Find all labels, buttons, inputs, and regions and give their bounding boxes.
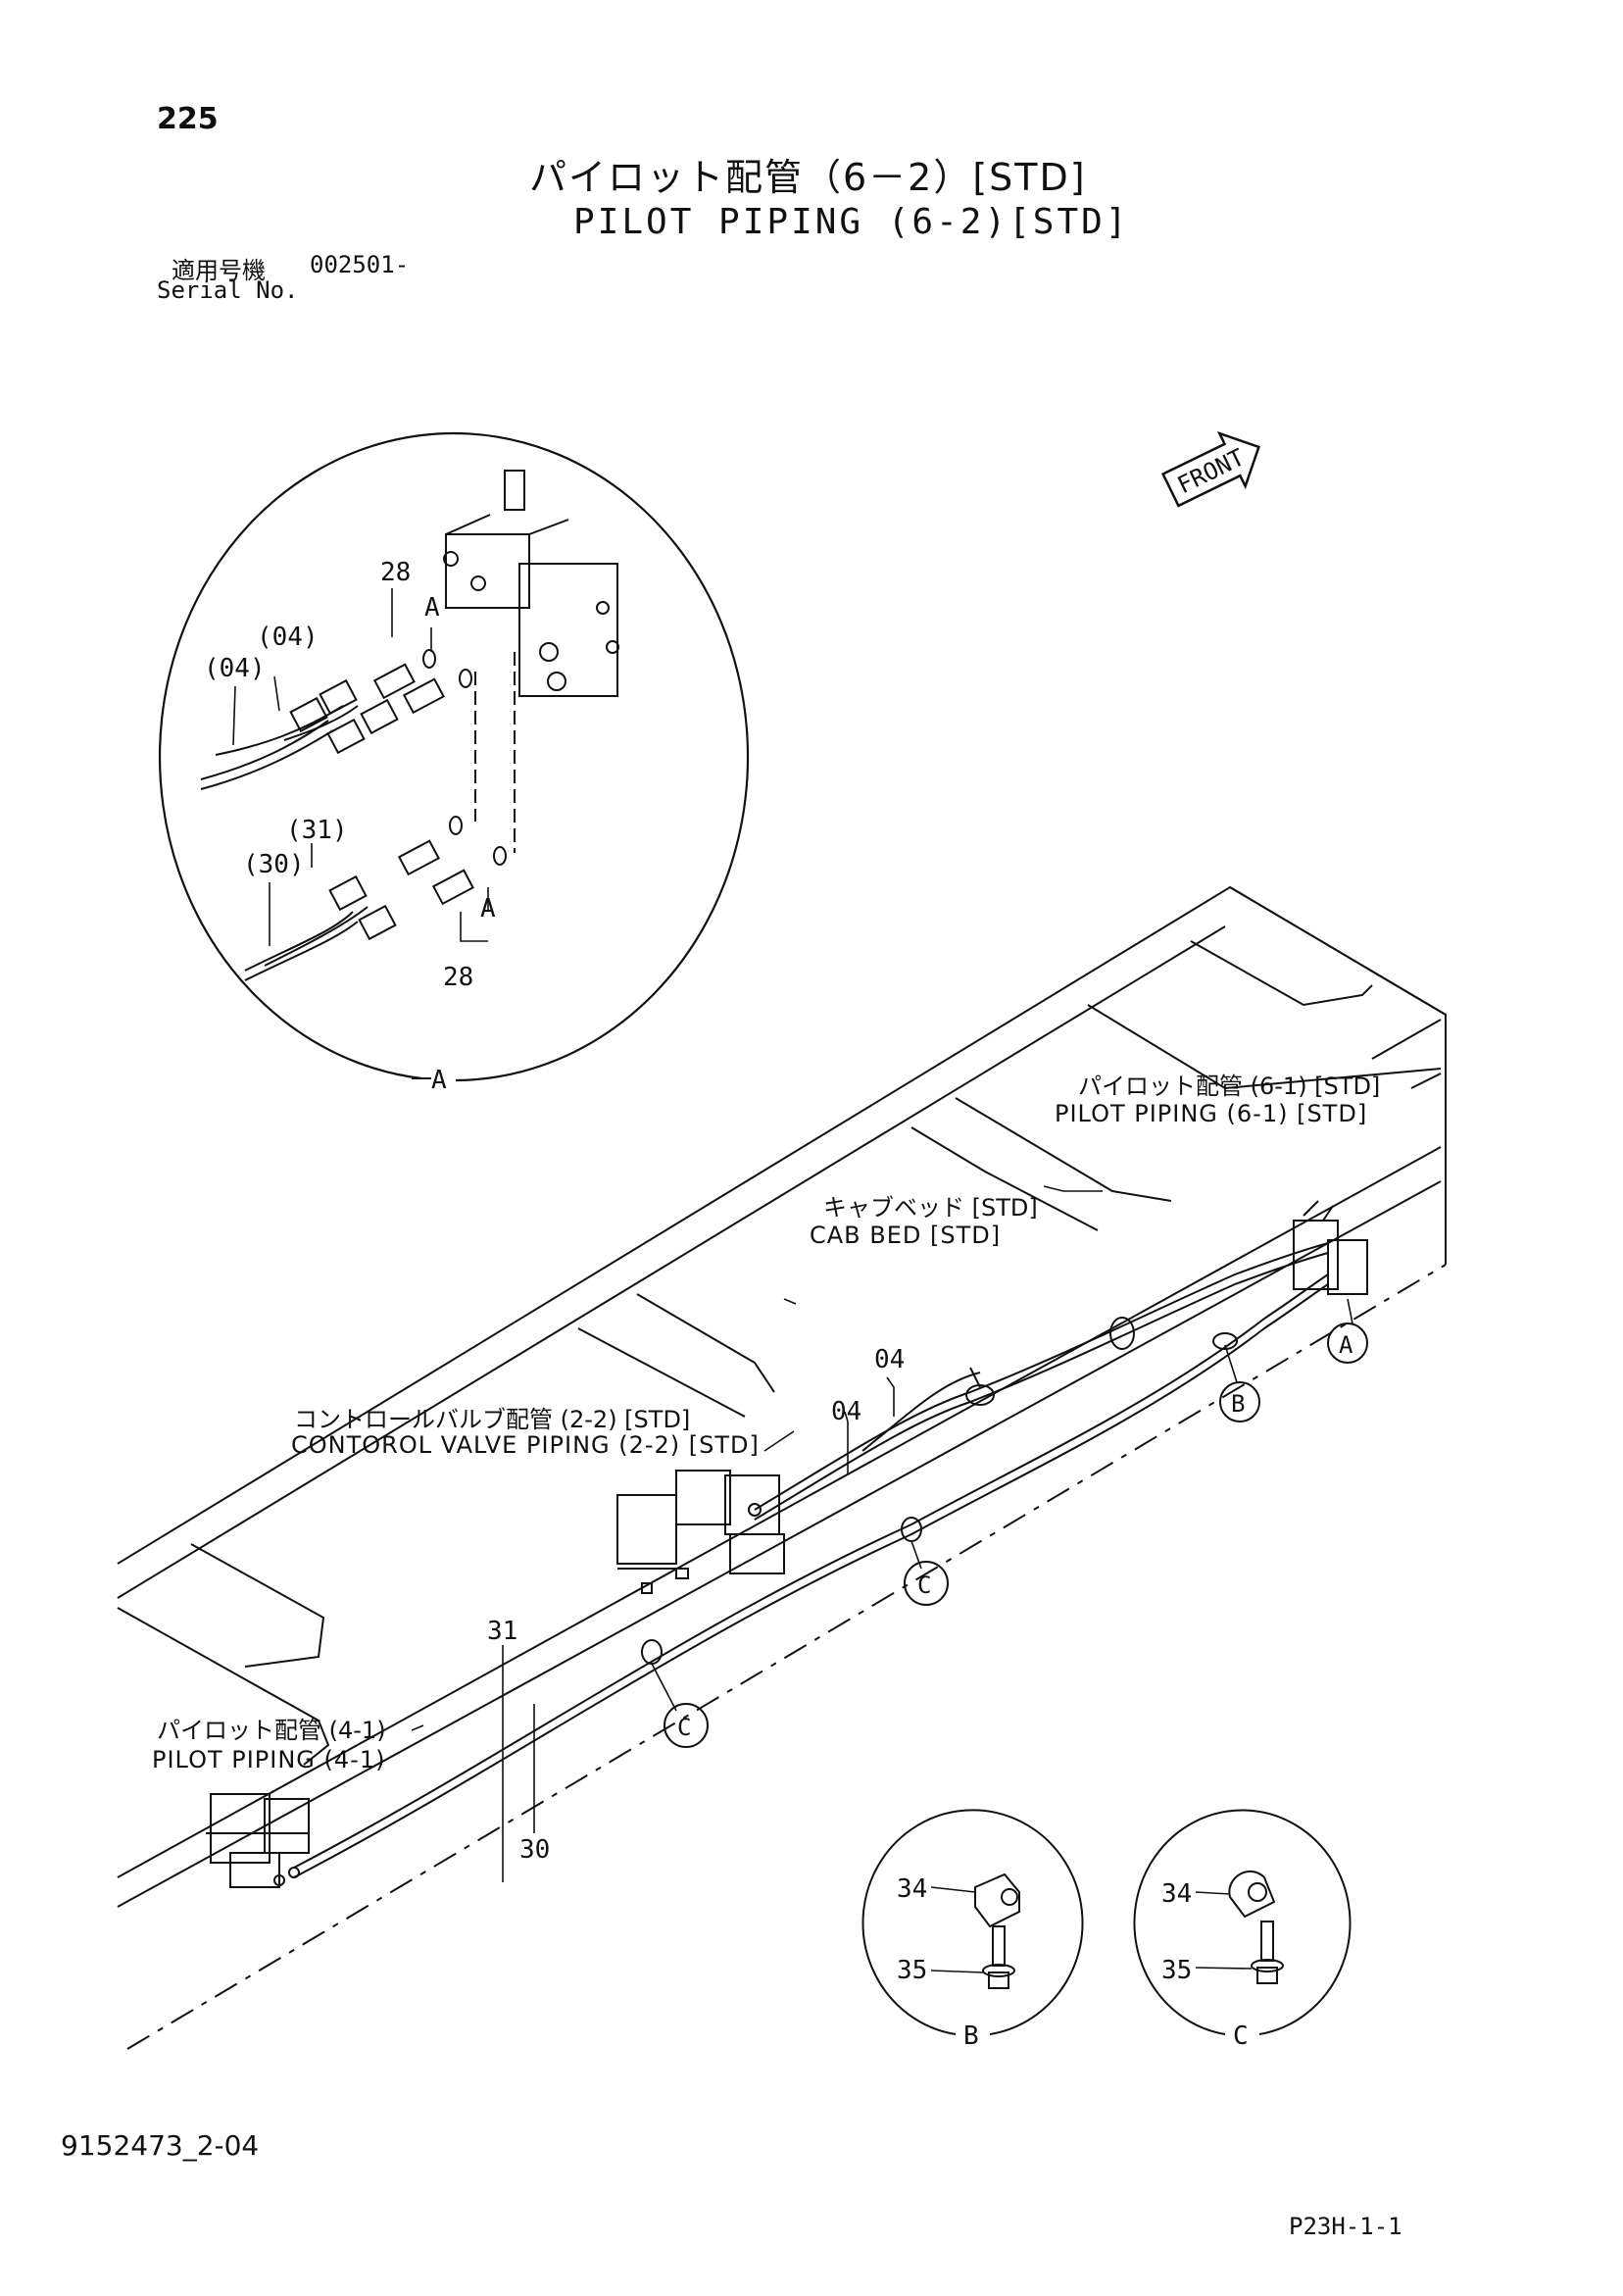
ref-cab-bed-jp: キャブベッド [STD]	[823, 1194, 1038, 1222]
detail-c-view-label: C	[1233, 2021, 1249, 2051]
part-04-upper: 04	[874, 1345, 905, 1374]
page-title-jp: パイロット配管（6－2）[STD]	[529, 156, 1087, 199]
detail-a-adapters	[372, 649, 516, 906]
detail-a-part-30: (30)	[243, 850, 305, 879]
ref-pilot-6-1-jp: パイロット配管 (6-1) [STD]	[1078, 1073, 1381, 1100]
part-31: 31	[487, 1617, 517, 1646]
detail-a-part-28-bottom: 28	[443, 963, 473, 992]
detail-a-part-31: (31)	[286, 816, 348, 845]
bolt-35-c	[1251, 1921, 1284, 1984]
detail-a-view-label: A	[431, 1066, 447, 1095]
detail-a-view	[158, 431, 750, 1082]
ref-control-valve-en: CONTOROL VALVE PIPING (2-2) [STD]	[291, 1431, 760, 1459]
callout-c2: C	[677, 1714, 691, 1741]
detail-b-view-label: B	[963, 2021, 979, 2051]
bolt-35-b	[982, 1925, 1015, 1989]
detail-a-marker-top: A	[424, 593, 440, 623]
page-code: P23H-1-1	[1289, 2213, 1402, 2240]
ref-control-valve-jp: コントロールバルブ配管 (2-2) [STD]	[294, 1406, 691, 1433]
clamp-34-c	[1228, 1871, 1276, 1919]
callout-a-circle	[1327, 1323, 1368, 1364]
right-valve-block	[1293, 1200, 1368, 1295]
ref-pilot-6-1-en: PILOT PIPING (6-1) [STD]	[1055, 1100, 1368, 1127]
part-04-lower: 04	[831, 1397, 861, 1426]
callout-c1-circle	[904, 1561, 949, 1606]
leader-lines	[411, 1185, 1353, 1882]
detail-b-view	[861, 1809, 1084, 2035]
part-30: 30	[519, 1835, 550, 1865]
drawing-code: 9152473_2-04	[61, 2129, 260, 2162]
serial-label-en: Serial No.	[157, 276, 299, 304]
ref-pilot-4-1-jp: パイロット配管 (4-1)	[157, 1717, 386, 1744]
detail-a-hoses	[200, 678, 399, 981]
serial-label-jp: 適用号機	[172, 257, 266, 284]
ref-pilot-4-1-en: PILOT PIPING (4-1)	[152, 1746, 386, 1773]
detail-c-part-35: 35	[1161, 1956, 1192, 1985]
control-valve-block	[616, 1470, 785, 1594]
callout-b-circle	[1219, 1381, 1260, 1423]
detail-a-valve	[443, 470, 619, 697]
detail-c-view	[1133, 1809, 1352, 2035]
callout-c2-circle	[664, 1703, 709, 1748]
page-title-en: PILOT PIPING (6-2)[STD]	[573, 202, 1130, 242]
detail-a-marker-bottom: A	[480, 894, 496, 923]
detail-a-part-04-lower: (04)	[204, 654, 266, 683]
callout-b: B	[1231, 1390, 1245, 1418]
pilot-valve-block	[206, 1793, 310, 1888]
serial-value: 002501-	[310, 251, 410, 278]
hose-clamps	[641, 1317, 1238, 1665]
detail-a-part-28-top: 28	[380, 558, 411, 587]
ref-cab-bed-en: CAB BED [STD]	[810, 1222, 1002, 1249]
clamp-34-b	[974, 1872, 1020, 1928]
detail-b-part-34: 34	[897, 1874, 927, 1904]
hose-bundle	[293, 1242, 1329, 1878]
detail-a-part-04-upper: (04)	[257, 623, 319, 652]
front-arrow-icon: FRONT	[1160, 430, 1261, 508]
frame-outline	[117, 885, 1447, 2050]
callout-c1: C	[917, 1572, 931, 1599]
detail-b-part-35: 35	[897, 1956, 927, 1985]
callout-circles	[664, 1323, 1368, 1748]
page-number: 225	[157, 102, 219, 136]
detail-c-part-34: 34	[1161, 1879, 1192, 1909]
callout-a: A	[1339, 1331, 1353, 1359]
